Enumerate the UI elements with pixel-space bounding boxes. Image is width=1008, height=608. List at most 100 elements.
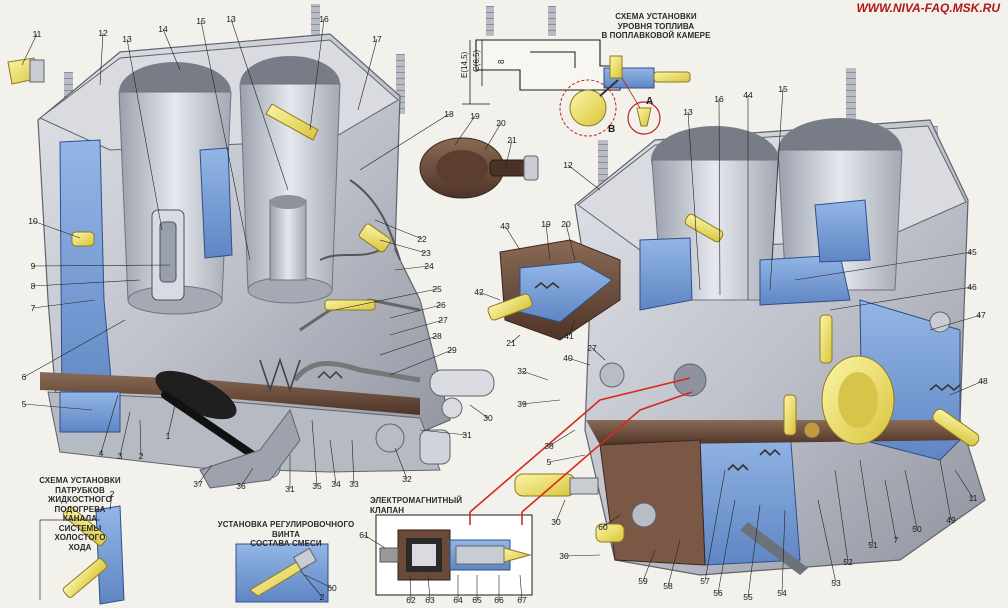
part-number-44: 44 bbox=[743, 90, 753, 100]
callout-leader-line bbox=[394, 265, 430, 271]
part-number-29: 29 bbox=[447, 345, 457, 355]
part-number-15: 15 bbox=[196, 16, 206, 26]
callout-leader-line bbox=[859, 459, 874, 546]
part-number-49: 49 bbox=[946, 515, 956, 525]
callout-leader-line bbox=[32, 220, 81, 239]
part-number-27: 27 bbox=[587, 343, 597, 353]
callout-leader-line bbox=[602, 514, 621, 528]
left-carburetor bbox=[7, 4, 539, 489]
part-number-23: 23 bbox=[421, 248, 431, 258]
part-number-15: 15 bbox=[778, 84, 788, 94]
callout-leader-line bbox=[119, 411, 131, 457]
callout-leader-line bbox=[484, 122, 502, 151]
part-number-43: 43 bbox=[500, 221, 510, 231]
part-number-11: 11 bbox=[969, 493, 978, 503]
callout-leader-line bbox=[334, 288, 438, 311]
part-number-19: 19 bbox=[541, 219, 551, 229]
part-number-31: 31 bbox=[462, 430, 472, 440]
part-number-21: 21 bbox=[507, 135, 517, 145]
part-number-13: 13 bbox=[683, 107, 693, 117]
callout-leader-line bbox=[565, 223, 576, 261]
callout-leaders bbox=[21, 18, 984, 601]
part-number-30: 30 bbox=[551, 517, 561, 527]
part-number-62: 62 bbox=[406, 595, 416, 605]
part-number-20: 20 bbox=[561, 219, 571, 229]
callout-leader-line bbox=[23, 319, 126, 378]
mixture-screw-detail bbox=[235, 543, 329, 603]
callout-leader-line bbox=[109, 493, 113, 511]
callout-leader-line bbox=[834, 469, 849, 563]
part-number-16: 16 bbox=[714, 94, 724, 104]
part-number-5: 5 bbox=[547, 457, 552, 467]
part-number-20: 20 bbox=[496, 118, 506, 128]
part-number-13: 13 bbox=[226, 14, 236, 24]
part-number-48: 48 bbox=[978, 376, 988, 386]
callout-leader-line bbox=[409, 574, 412, 601]
part-number-55: 55 bbox=[743, 592, 753, 602]
callout-leader-line bbox=[32, 279, 141, 287]
part-number-32: 32 bbox=[402, 474, 412, 484]
float-dimension-8: 8 bbox=[497, 59, 506, 64]
part-number-4: 4 bbox=[99, 448, 104, 458]
callout-leader-line bbox=[939, 459, 952, 521]
callout-leader-line bbox=[704, 469, 726, 582]
callout-leader-line bbox=[817, 499, 837, 584]
callout-leader-line bbox=[100, 394, 119, 454]
callout-leader-line bbox=[379, 239, 427, 254]
part-number-67: 67 bbox=[517, 595, 527, 605]
part-number-7: 7 bbox=[31, 303, 36, 313]
callout-leader-line bbox=[829, 286, 973, 311]
callout-leader-line bbox=[299, 569, 323, 598]
mixture-screw-caption: УСТАНОВКА РЕГУЛИРОВОЧНОГО ВИНТА СОСТАВА … bbox=[217, 520, 355, 548]
callout-leader-line bbox=[359, 113, 450, 171]
part-number-2: 2 bbox=[320, 592, 325, 602]
part-number-8: 8 bbox=[31, 281, 36, 291]
part-number-65: 65 bbox=[472, 595, 482, 605]
callout-leader-line bbox=[567, 357, 591, 366]
callout-leader-line bbox=[717, 499, 736, 594]
part-number-45: 45 bbox=[967, 247, 977, 257]
callout-leader-line bbox=[794, 251, 973, 281]
part-number-5: 5 bbox=[22, 399, 27, 409]
callout-leader-line bbox=[329, 439, 337, 485]
part-number-56: 56 bbox=[713, 588, 723, 598]
callout-leader-line bbox=[548, 454, 586, 463]
part-number-37: 37 bbox=[193, 479, 203, 489]
heating-pipe-caption: СХЕМА УСТАНОВКИ ПАТРУБКОВ ЖИДКОСТНОГО ПО… bbox=[39, 476, 121, 552]
callout-leader-line bbox=[126, 38, 163, 231]
float-dimension-c: С(6,5) bbox=[472, 49, 481, 72]
callout-leader-line bbox=[555, 499, 566, 523]
part-number-9: 9 bbox=[31, 261, 36, 271]
callout-leader-line bbox=[374, 219, 423, 240]
part-number-52: 52 bbox=[843, 557, 853, 567]
part-number-31: 31 bbox=[285, 484, 295, 494]
callout-leader-line bbox=[389, 319, 444, 336]
callout-leader-line bbox=[32, 299, 96, 309]
callout-leader-line bbox=[904, 469, 918, 530]
part-number-57: 57 bbox=[700, 576, 710, 586]
part-number-46: 46 bbox=[967, 282, 977, 292]
part-number-40: 40 bbox=[563, 353, 573, 363]
callout-leader-line bbox=[99, 32, 104, 86]
part-number-54: 54 bbox=[777, 588, 787, 598]
part-number-17: 17 bbox=[372, 34, 382, 44]
callout-leader-line bbox=[167, 404, 176, 437]
callout-leader-line bbox=[567, 164, 601, 191]
part-number-21: 21 bbox=[506, 338, 516, 348]
part-number-53: 53 bbox=[831, 578, 841, 588]
callout-leader-line bbox=[519, 574, 523, 601]
callout-leader-line bbox=[929, 314, 982, 331]
callout-leader-line bbox=[21, 33, 38, 66]
watermark: WWW.NIVA-FAQ.MSK.RU bbox=[856, 1, 1000, 15]
part-number-36: 36 bbox=[236, 481, 246, 491]
part-number-28: 28 bbox=[432, 331, 442, 341]
part-number-39: 39 bbox=[517, 399, 527, 409]
callout-leader-line bbox=[197, 464, 213, 485]
part-number-61: 61 bbox=[359, 530, 369, 540]
part-number-60: 60 bbox=[327, 583, 337, 593]
part-number-38: 38 bbox=[544, 441, 554, 451]
callout-leader-line bbox=[504, 139, 513, 171]
callout-leader-line bbox=[718, 98, 721, 296]
part-number-58: 58 bbox=[663, 581, 673, 591]
